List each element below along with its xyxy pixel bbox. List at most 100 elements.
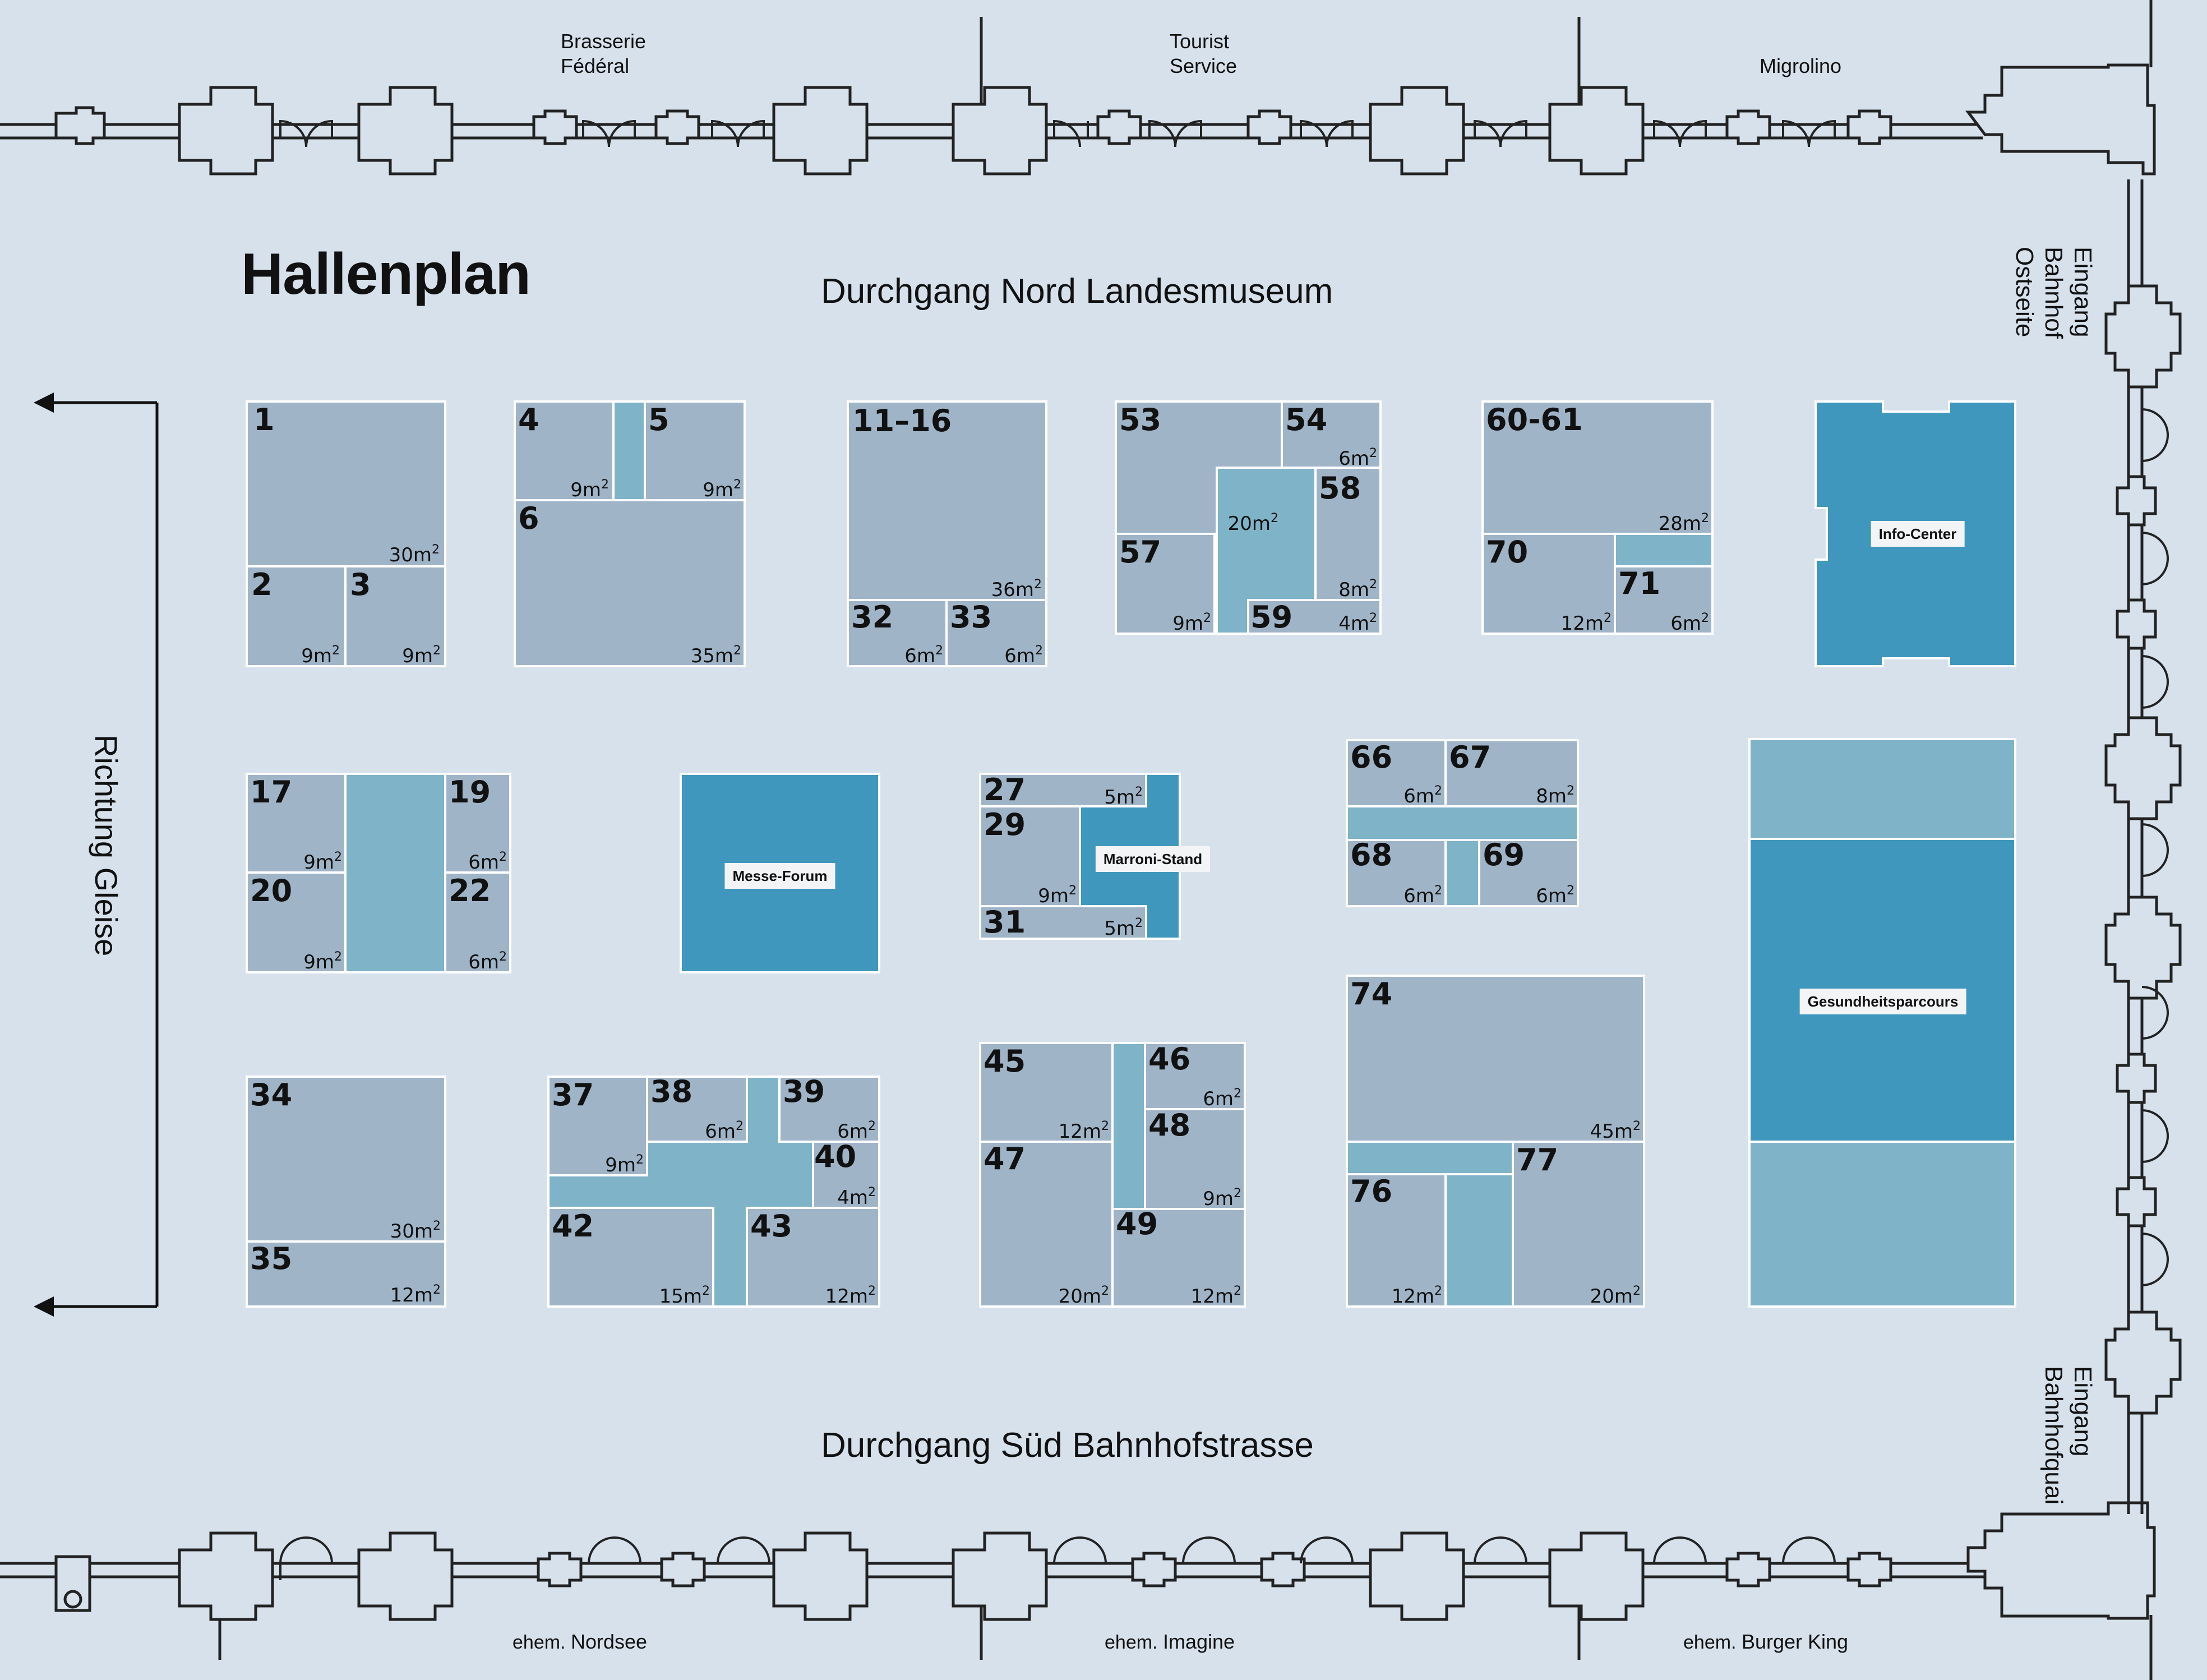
stand-area: 12m2	[1391, 1284, 1442, 1308]
stand-59	[1247, 599, 1382, 635]
stand-number: 3	[350, 567, 371, 602]
passage-north-label: Durchgang Nord Landesmuseum	[821, 272, 1333, 311]
stand-20	[246, 871, 347, 973]
east-facade-wall	[2127, 179, 2144, 1514]
messe-forum-label: Messe-Forum	[724, 863, 835, 889]
stand-number: 4	[518, 402, 539, 437]
stand-number: 33	[950, 599, 992, 635]
aisle-17-22	[344, 773, 446, 973]
stand-area: 9m2	[605, 1153, 644, 1176]
stand-area: 6m2	[1536, 884, 1575, 907]
stand-number: 49	[1116, 1206, 1158, 1241]
stand-74	[1346, 975, 1645, 1143]
health-parcours-label: Gesundheitsparcours	[1799, 989, 1966, 1014]
stand-43	[746, 1207, 880, 1308]
stand-11-16	[847, 400, 1047, 601]
stand-area: 9m2	[1203, 1187, 1241, 1210]
stand-number: 58	[1319, 470, 1361, 506]
info-center-label: Info-Center	[1871, 521, 1965, 547]
stand-number: 53	[1119, 402, 1162, 437]
stand-area: 9m2	[402, 644, 441, 667]
stand-area: 9m2	[1038, 884, 1077, 907]
arrowheads	[34, 393, 54, 1317]
stand-number: 42	[552, 1208, 594, 1244]
stand-area: 6m2	[1338, 446, 1377, 470]
aisle-70-71	[1614, 533, 1714, 567]
stand-number: 17	[250, 774, 293, 810]
aisle-74-76	[1346, 1141, 1514, 1175]
aisle-76-77	[1444, 1173, 1514, 1308]
stand-number: 69	[1483, 837, 1525, 873]
aisle-68-69	[1444, 839, 1480, 907]
stand-area: 6m2	[1203, 1087, 1241, 1110]
stand-5	[644, 400, 746, 501]
stand-area: 35m2	[690, 644, 741, 667]
stand-48	[1144, 1108, 1246, 1210]
stand-area: 20m2	[1590, 1284, 1641, 1308]
stand-38	[646, 1076, 748, 1143]
stand-47	[979, 1141, 1114, 1308]
stand-6	[514, 499, 746, 667]
stand-3	[344, 565, 446, 667]
stand-27	[979, 773, 1147, 807]
stand-22	[444, 871, 511, 973]
stand-67	[1444, 739, 1579, 807]
direction-label: Richtung Gleise	[89, 735, 124, 957]
stand-area: 9m2	[301, 644, 340, 667]
health-aisle-top	[1748, 738, 2016, 840]
stand-68	[1346, 839, 1447, 907]
stand-number: 27	[984, 772, 1026, 807]
stand-area: 5m2	[1104, 785, 1143, 809]
stand-29	[979, 805, 1081, 907]
stand-area: 12m2	[1560, 611, 1612, 635]
aisle-66-69	[1346, 805, 1579, 841]
stand-number: 31	[984, 904, 1026, 940]
shop-former-imagine: ehem. Imagine	[1105, 1630, 1235, 1653]
stand-number: 47	[984, 1141, 1026, 1176]
stand-number: 60-61	[1486, 402, 1583, 437]
stand-area: 8m2	[1338, 578, 1377, 601]
stand-39	[778, 1076, 880, 1143]
shop-former-burger-king: ehem. Burger King	[1683, 1630, 1849, 1653]
stand-33	[945, 599, 1047, 667]
stand-69	[1478, 839, 1579, 907]
stand-number: 46	[1148, 1041, 1191, 1077]
stand-area: 15m2	[659, 1284, 710, 1308]
stand-number: 39	[783, 1074, 825, 1109]
stand-number: 34	[250, 1077, 293, 1113]
stand-76	[1346, 1173, 1447, 1308]
stand-17	[246, 773, 347, 874]
stand-area: 12m2	[825, 1284, 876, 1308]
stand-area: 9m2	[303, 850, 342, 874]
stand-area: 30m2	[389, 543, 440, 566]
stand-area: 9m2	[1172, 611, 1211, 635]
entrance-east-north-label: Eingang Bahnhof Ostseite	[2011, 247, 2097, 339]
stand-area: 6m2	[837, 1119, 876, 1143]
stand-number: 71	[1618, 566, 1661, 601]
stand-area: 6m2	[1670, 611, 1709, 635]
stand-number: 5	[648, 402, 670, 437]
stand-42	[547, 1207, 714, 1308]
stand-area: 6m2	[904, 644, 943, 667]
stand-number: 6	[518, 501, 539, 536]
shop-migrolino: Migrolino	[1760, 54, 1842, 77]
stand-31	[979, 905, 1147, 940]
stand-area: 12m2	[390, 1283, 441, 1307]
stand-2	[246, 565, 347, 667]
stand-area: 8m2	[1536, 784, 1575, 807]
stand-area: 9m2	[570, 478, 609, 501]
stand-32	[847, 599, 948, 667]
stand-area: 6m2	[1403, 784, 1442, 807]
stand-area: 9m2	[703, 478, 741, 501]
stand-area: 4m2	[837, 1185, 876, 1209]
stand-number: 74	[1350, 976, 1393, 1012]
stand-area: 12m2	[1190, 1284, 1241, 1308]
stand-number: 22	[449, 873, 491, 908]
stand-number: 67	[1449, 740, 1492, 775]
stand-number: 68	[1350, 837, 1393, 873]
stand-number: 35	[250, 1241, 293, 1276]
entrance-east-south-label: Eingang Bahnhofquai	[2040, 1366, 2097, 1505]
stand-71	[1614, 565, 1714, 635]
stand-46	[1144, 1042, 1246, 1110]
